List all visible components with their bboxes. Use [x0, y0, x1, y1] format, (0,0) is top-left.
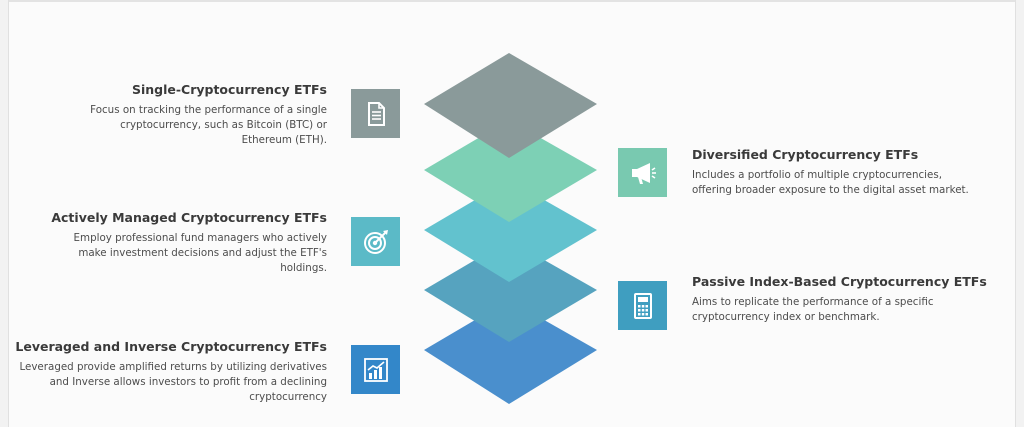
left-border	[8, 0, 9, 427]
calculator-icon	[633, 292, 652, 319]
active-etf-icon-box	[351, 217, 400, 266]
document-icon	[367, 101, 385, 126]
top-border	[8, 0, 1016, 2]
layer-2-chevron	[424, 120, 597, 222]
single-etf-title: Single-Cryptocurrency ETFs	[131, 82, 327, 97]
leveraged-etf-icon-box	[351, 345, 400, 394]
passive-etf-title: Passive Index-Based Cryptocurrency ETFs	[692, 274, 987, 289]
diversified-etf-icon-box	[618, 148, 667, 197]
megaphone-icon	[631, 162, 656, 184]
passive-etf-item: Passive Index-Based Cryptocurrency ETFs …	[692, 274, 1002, 325]
right-border	[1015, 0, 1016, 427]
leveraged-etf-desc: Leveraged provide amplified returns by u…	[19, 361, 327, 403]
active-etf-title: Actively Managed Cryptocurrency ETFs	[51, 210, 327, 225]
leveraged-etf-item: Leveraged and Inverse Cryptocurrency ETF…	[0, 339, 327, 405]
layer-1-diamond	[424, 53, 597, 158]
leveraged-etf-title: Leveraged and Inverse Cryptocurrency ETF…	[15, 339, 327, 354]
single-etf-icon-box	[351, 89, 400, 138]
diversified-etf-desc: Includes a portfolio of multiple cryptoc…	[692, 169, 969, 196]
passive-etf-icon-box	[618, 281, 667, 330]
layer-4-chevron	[424, 240, 597, 342]
diversified-etf-item: Diversified Cryptocurrency ETFs Includes…	[692, 147, 1002, 198]
active-etf-desc: Employ professional fund managers who ac…	[73, 232, 327, 274]
bar-chart-icon	[363, 357, 388, 382]
passive-etf-desc: Aims to replicate the performance of a s…	[692, 296, 934, 323]
diversified-etf-title: Diversified Cryptocurrency ETFs	[692, 147, 919, 162]
target-icon	[363, 229, 388, 254]
layer-5-chevron	[424, 300, 597, 404]
single-etf-desc: Focus on tracking the performance of a s…	[90, 104, 327, 146]
active-etf-item: Actively Managed Cryptocurrency ETFs Emp…	[0, 210, 327, 276]
single-etf-item: Single-Cryptocurrency ETFs Focus on trac…	[0, 82, 327, 148]
layer-3-chevron	[424, 180, 597, 282]
